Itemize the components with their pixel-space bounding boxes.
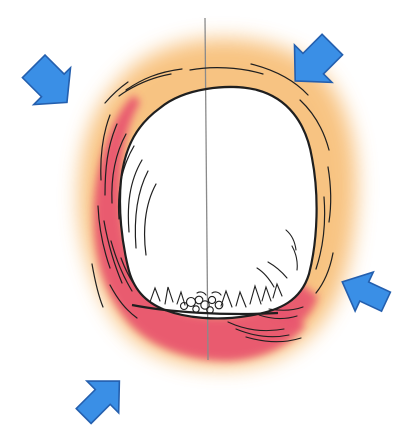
arrow-icon	[15, 49, 86, 120]
arrow-icon	[68, 365, 135, 428]
inner-opening	[120, 87, 317, 318]
